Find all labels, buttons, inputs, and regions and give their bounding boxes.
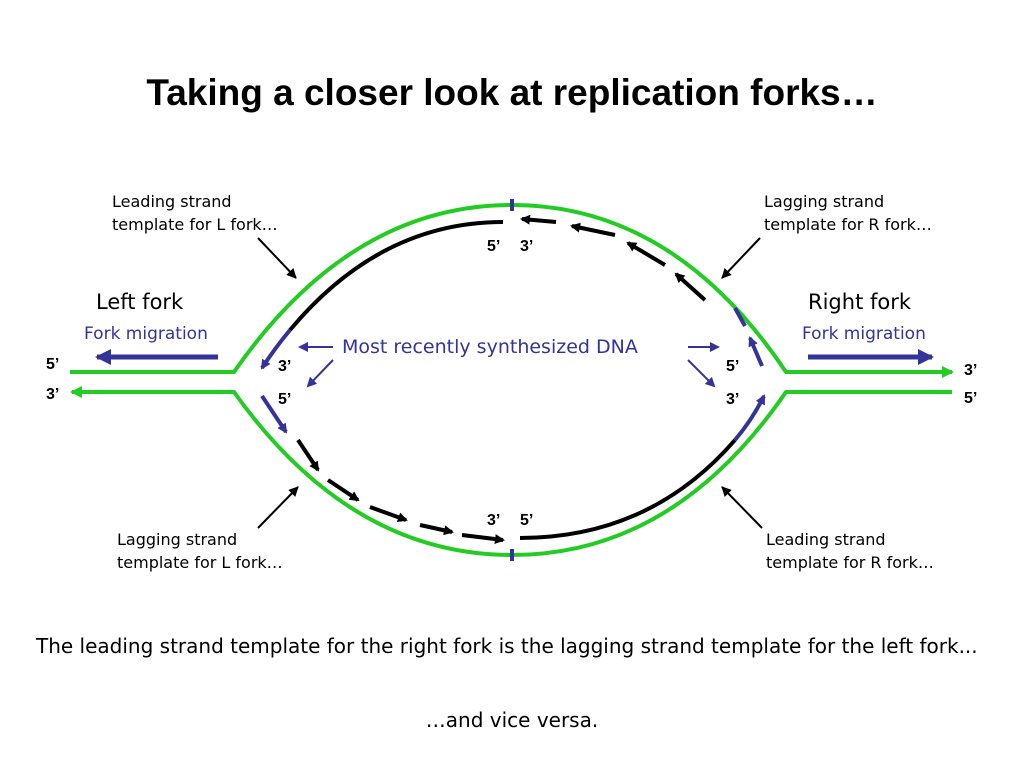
leading-strand-right [519, 438, 737, 540]
label-line: template for R fork… [766, 553, 934, 572]
left-fork-label: Left fork [96, 290, 184, 314]
recent-leading-left [260, 328, 292, 370]
template-strands [70, 202, 954, 558]
caption-vice-versa: …and vice versa. [425, 708, 599, 732]
right-fork-label: Right fork [808, 290, 912, 314]
okazaki-recent-top-2 [748, 336, 764, 367]
lagging-strand-R-label: Lagging strand template for R fork… [764, 190, 932, 236]
end-label: 5’ [46, 356, 60, 373]
end-label: 3’ [964, 362, 978, 379]
end-label: 3’ [46, 386, 60, 403]
end-label: 3’ [726, 391, 740, 408]
end-label: 5’ [278, 391, 292, 408]
page-title: Taking a closer look at replication fork… [146, 72, 878, 113]
lagging-strand-L-label: Lagging strand template for L fork… [117, 528, 283, 574]
caption-text: The leading strand template for the righ… [36, 634, 978, 658]
leading-strand-left [288, 220, 504, 332]
label-line: template for R fork… [764, 215, 932, 234]
leading-strand-R-label: Leading strand template for R fork… [766, 528, 934, 574]
label-line: Lagging strand [117, 530, 238, 549]
label-line: Leading strand [112, 192, 232, 211]
okazaki-fragments-top [520, 214, 707, 302]
recent-dna-pointers [298, 342, 720, 388]
okazaki-recent-top [733, 307, 747, 327]
label-line: Lagging strand [764, 192, 885, 211]
annotation-pointers [257, 237, 763, 529]
end-label: 5’ [726, 358, 740, 375]
okazaki-recent-bottom [260, 394, 288, 434]
label-line: template for L fork… [117, 553, 283, 572]
end-label: 5’ [520, 512, 534, 529]
okazaki-fragments-bottom [296, 438, 505, 544]
end-label: 3’ [520, 238, 534, 255]
end-label: 5’ [487, 238, 501, 255]
recent-dna-label: Most recently synthesized DNA [342, 336, 638, 358]
label-line: template for L fork… [112, 215, 278, 234]
end-label: 3’ [487, 512, 501, 529]
recent-leading-right [733, 394, 766, 442]
label-line: Leading strand [766, 530, 886, 549]
end-label: 3’ [278, 358, 292, 375]
leading-strand-L-label: Leading strand template for L fork… [112, 190, 278, 236]
end-label: 5’ [964, 390, 978, 407]
left-fork-migration-label: Fork migration [84, 324, 208, 344]
right-fork-migration-label: Fork migration [802, 324, 926, 344]
